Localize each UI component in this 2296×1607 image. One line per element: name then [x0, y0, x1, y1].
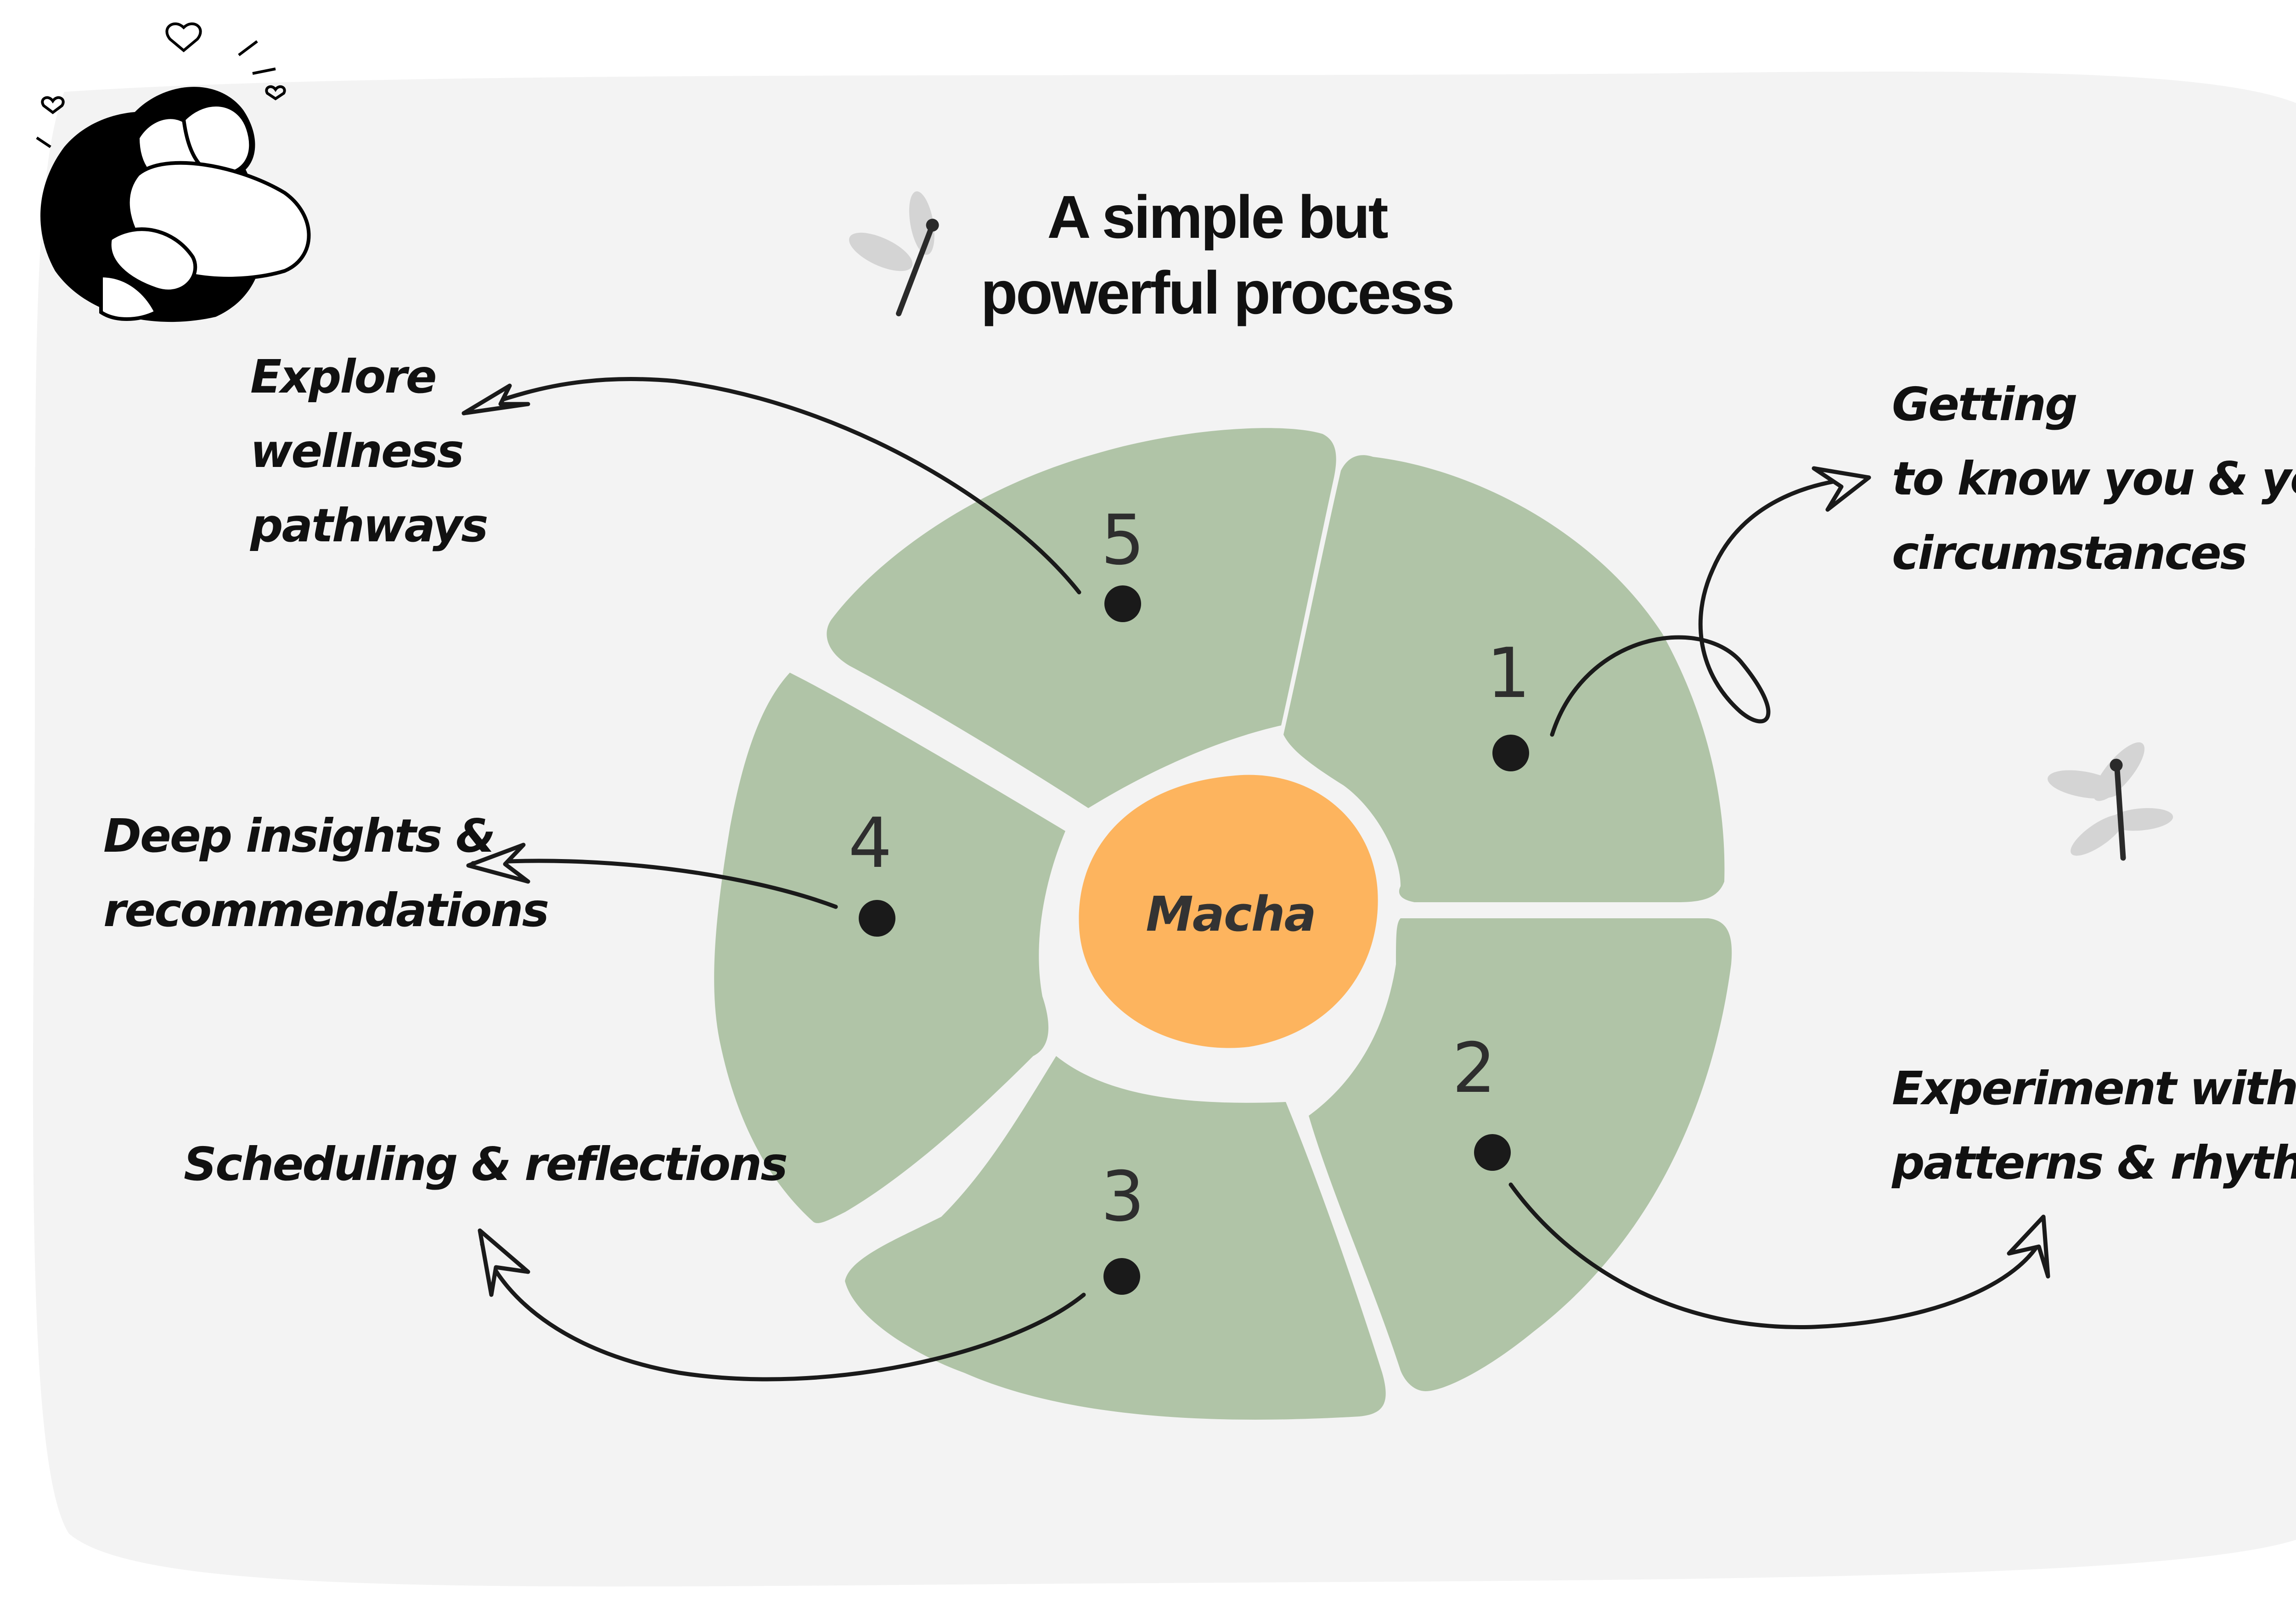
step-label-4-line-1: Deep insights &: [103, 809, 495, 863]
segment-2: [1309, 918, 1732, 1391]
step-label-5-line-3: pathways: [250, 499, 489, 552]
step-label-1-line-1: Getting: [1892, 377, 2078, 431]
step-label-2-line-2: patterns & rhythms: [1892, 1136, 2296, 1190]
arrow-step-2: [1508, 1182, 2046, 1330]
dragonfly-icon: [2048, 742, 2173, 861]
step-label-4-line-2: recommendations: [103, 883, 549, 937]
step-dot-4: [859, 900, 895, 937]
arrowhead-step-1: [1812, 466, 1871, 512]
arrowhead-step-2: [2007, 1214, 2050, 1279]
title-line-2: powerful process: [980, 259, 1455, 326]
arrowhead-step-4: [466, 843, 530, 884]
dragonfly-icon: [849, 191, 939, 316]
step-dot-1: [1492, 735, 1529, 771]
step-number-2: 2: [1452, 1028, 1496, 1108]
step-number-1: 1: [1486, 634, 1531, 714]
segment-4: [714, 673, 1065, 1223]
arrowhead-step-5: [461, 383, 530, 416]
step-label-3-line-1: Scheduling & reflections: [184, 1137, 788, 1191]
step-number-3: 3: [1101, 1157, 1145, 1237]
step-label-1: Getting to know you & your circumstances: [1892, 367, 2296, 590]
step-number-4: 4: [848, 804, 892, 883]
segment-5: [827, 428, 1336, 808]
arrowhead-step-3: [478, 1228, 530, 1297]
step-dots: [859, 585, 1529, 1295]
step-label-5: Explore wellness pathways: [250, 340, 489, 563]
step-label-5-line-1: Explore: [250, 350, 437, 404]
arrow-step-4: [471, 859, 838, 909]
wheel: [714, 428, 1732, 1420]
center-circle: [1079, 775, 1378, 1048]
step-label-1-line-2: to know you & your: [1892, 452, 2296, 506]
step-label-5-line-2: wellness: [250, 424, 464, 478]
step-dot-5: [1104, 585, 1141, 622]
arrow-step-3: [480, 1242, 1086, 1382]
arrow-step-5: [461, 377, 1081, 595]
step-label-2: Experiment with patterns & rhythms: [1892, 1051, 2296, 1200]
title-line-1: A simple but: [1047, 183, 1388, 251]
step-label-3: Scheduling & reflections: [184, 1127, 788, 1202]
step-label-4: Deep insights & recommendations: [103, 799, 549, 948]
step-dot-3: [1103, 1258, 1140, 1295]
step-label-1-line-3: circumstances: [1892, 526, 2247, 580]
step-number-5: 5: [1101, 500, 1145, 580]
step-label-2-line-1: Experiment with: [1892, 1062, 2296, 1115]
center-label: Macha: [1146, 886, 1317, 942]
hugging-couple-illustration: [36, 22, 311, 322]
segment-3: [845, 1056, 1386, 1420]
segment-1: [1283, 455, 1725, 902]
arrow-step-1: [1550, 475, 1867, 737]
step-dot-2: [1474, 1134, 1511, 1171]
connectors: [461, 377, 2050, 1382]
page-title: A simple but powerful process: [872, 179, 1561, 331]
